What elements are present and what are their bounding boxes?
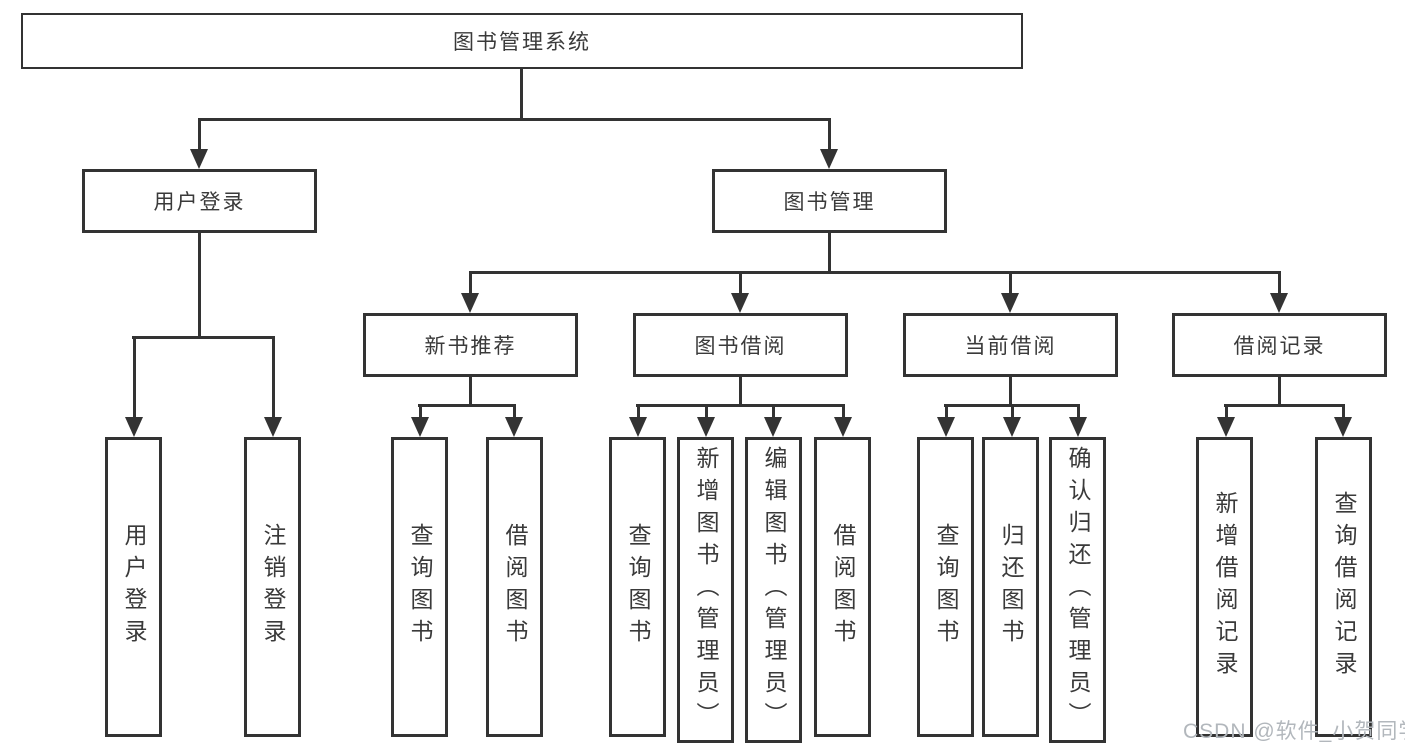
leaf-query-borrow-record: 查询借阅记录 <box>1315 437 1372 737</box>
leaf-user-login: 用户登录 <box>105 437 162 737</box>
arrowhead-down-icon <box>1003 417 1021 437</box>
connector-line <box>1278 272 1281 295</box>
node-borrow-records: 借阅记录 <box>1172 313 1387 377</box>
leaf-label: 借阅图书 <box>830 523 856 651</box>
node-book-mgmt-label: 图书管理 <box>783 191 876 214</box>
leaf-confirm-return-admin: 确认归还（管理员） <box>1049 437 1106 743</box>
leaf-label: 新增图书（管理员） <box>693 446 719 734</box>
connector-line <box>636 404 845 407</box>
connector-line <box>198 119 201 151</box>
connector-line <box>133 337 136 419</box>
node-book-mgmt: 图书管理 <box>712 169 947 233</box>
node-label: 借阅记录 <box>1233 335 1326 358</box>
connector-line <box>1011 404 1014 419</box>
node-new-book-recommend: 新书推荐 <box>363 313 578 377</box>
node-current-borrow: 当前借阅 <box>903 313 1118 377</box>
arrowhead-down-icon <box>1001 293 1019 313</box>
arrowhead-down-icon <box>834 417 852 437</box>
leaf-label: 查询借阅记录 <box>1331 491 1357 683</box>
arrowhead-down-icon <box>411 417 429 437</box>
arrowhead-down-icon <box>1270 293 1288 313</box>
leaf-add-borrow-record: 新增借阅记录 <box>1196 437 1253 737</box>
leaf-logout: 注销登录 <box>244 437 301 737</box>
connector-line <box>828 233 831 274</box>
leaf-label: 查询图书 <box>625 523 651 651</box>
node-label: 新书推荐 <box>424 335 517 358</box>
connector-line <box>772 404 775 419</box>
connector-line <box>418 404 516 407</box>
leaf-label: 借阅图书 <box>502 523 528 651</box>
arrowhead-down-icon <box>264 417 282 437</box>
connector-line <box>828 119 831 151</box>
arrowhead-down-icon <box>125 417 143 437</box>
node-label: 图书借阅 <box>694 335 787 358</box>
node-root: 图书管理系统 <box>21 13 1023 69</box>
connector-line <box>739 377 742 407</box>
connector-line <box>1077 404 1080 419</box>
leaf-query-books-recommend: 查询图书 <box>391 437 448 737</box>
connector-line <box>945 404 948 419</box>
connector-line <box>469 377 472 407</box>
arrowhead-down-icon <box>764 417 782 437</box>
arrowhead-down-icon <box>697 417 715 437</box>
leaf-borrow-books-recommend: 借阅图书 <box>486 437 543 737</box>
arrowhead-down-icon <box>629 417 647 437</box>
connector-line <box>198 118 831 121</box>
node-label: 当前借阅 <box>964 335 1057 358</box>
leaf-label: 编辑图书（管理员） <box>761 446 787 734</box>
connector-line <box>637 404 640 419</box>
leaf-label: 查询图书 <box>933 523 959 651</box>
connector-line <box>1278 377 1281 407</box>
connector-line <box>132 336 275 339</box>
leaf-label: 新增借阅记录 <box>1212 491 1238 683</box>
leaf-edit-books-admin: 编辑图书（管理员） <box>745 437 802 743</box>
leaf-borrow-books: 借阅图书 <box>814 437 871 737</box>
connector-line <box>469 272 472 295</box>
connector-line <box>198 233 201 339</box>
node-user-login-label: 用户登录 <box>153 191 246 214</box>
leaf-add-books-admin: 新增图书（管理员） <box>677 437 734 743</box>
arrowhead-down-icon <box>1334 417 1352 437</box>
connector-line <box>513 404 516 419</box>
connector-line <box>520 68 523 119</box>
arrowhead-down-icon <box>461 293 479 313</box>
csdn-watermark: CSDN @软件_小贺同学 <box>1183 720 1405 743</box>
connector-line <box>842 404 845 419</box>
leaf-label: 查询图书 <box>407 523 433 651</box>
arrowhead-down-icon <box>731 293 749 313</box>
leaf-query-books-borrow: 查询图书 <box>609 437 666 737</box>
connector-line <box>1225 404 1228 419</box>
leaf-query-books-current: 查询图书 <box>917 437 974 737</box>
connector-line <box>272 337 275 419</box>
arrowhead-down-icon <box>1069 417 1087 437</box>
leaf-label: 归还图书 <box>998 523 1024 651</box>
arrowhead-down-icon <box>505 417 523 437</box>
connector-line <box>1342 404 1345 419</box>
connector-line <box>1224 404 1345 407</box>
node-root-label: 图书管理系统 <box>453 31 591 54</box>
leaf-label: 用户登录 <box>121 523 147 651</box>
connector-line <box>419 404 422 419</box>
arrowhead-down-icon <box>1217 417 1235 437</box>
node-user-login: 用户登录 <box>82 169 317 233</box>
leaf-label: 确认归还（管理员） <box>1065 446 1091 734</box>
connector-line <box>705 404 708 419</box>
connector-line <box>469 271 1281 274</box>
arrowhead-down-icon <box>820 149 838 169</box>
arrowhead-down-icon <box>937 417 955 437</box>
node-book-borrow: 图书借阅 <box>633 313 848 377</box>
connector-line <box>1009 377 1012 407</box>
leaf-label: 注销登录 <box>260 523 286 651</box>
leaf-return-books: 归还图书 <box>982 437 1039 737</box>
arrowhead-down-icon <box>190 149 208 169</box>
connector-line <box>739 272 742 295</box>
connector-line <box>1009 272 1012 295</box>
